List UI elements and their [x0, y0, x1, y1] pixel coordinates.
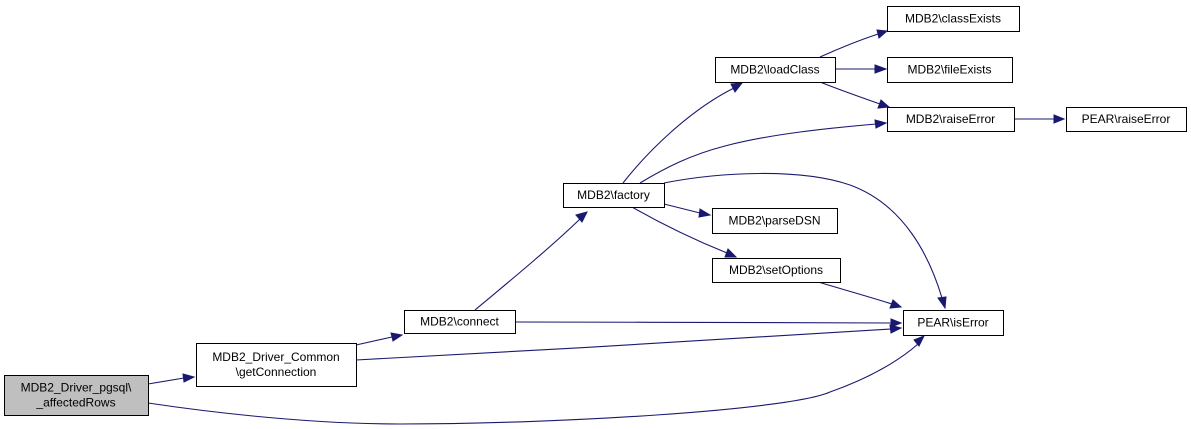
arrowhead-icon [876, 29, 889, 39]
node-connect[interactable]: MDB2\connect [404, 310, 516, 334]
node-classExists[interactable]: MDB2\classExists [887, 6, 1020, 32]
arrowhead-icon [937, 296, 947, 310]
node-box [712, 258, 841, 283]
node-label: MDB2\fileExists [907, 63, 991, 77]
node-label: MDB2\classExists [905, 12, 1001, 26]
node-box [903, 310, 1004, 336]
edge-line [474, 218, 581, 311]
edge-setOptions-to-isError [817, 281, 903, 309]
node-box [715, 57, 836, 83]
edge-line [355, 336, 393, 346]
node-raiseError[interactable]: MDB2\raiseError [887, 107, 1015, 132]
node-isError[interactable]: PEAR\isError [903, 310, 1004, 336]
node-box [887, 57, 1013, 83]
edge-affectedRows-to-getConnection [147, 373, 196, 385]
node-label: MDB2\loadClass [730, 63, 819, 77]
arrowhead-icon [1053, 114, 1066, 124]
node-label: PEAR\raiseError [1082, 112, 1171, 126]
node-box [4, 375, 149, 416]
arrowhead-icon [889, 324, 903, 334]
edge-factory-to-parseDSN [663, 203, 712, 218]
edge-raiseError-to-pearRaiseError [1014, 114, 1066, 124]
edge-loadClass-to-fileExists [835, 64, 888, 74]
edge-line [631, 206, 728, 254]
node-box [712, 208, 838, 234]
edge-line [514, 321, 892, 324]
edge-factory-to-isError [663, 172, 947, 310]
arrowhead-icon [182, 373, 196, 383]
arrowhead-icon [877, 99, 891, 109]
node-label: MDB2\factory [577, 188, 650, 202]
edge-line [817, 281, 893, 305]
edge-connect-to-isError [514, 318, 903, 328]
edge-line [147, 377, 185, 385]
node-label: \getConnection [236, 365, 317, 379]
node-box [1066, 107, 1187, 132]
arrowhead-icon [913, 335, 926, 347]
arrowhead-icon [390, 332, 404, 342]
arrowhead-icon [724, 248, 738, 258]
edge-line [663, 172, 943, 299]
node-box [196, 343, 357, 387]
node-affectedRows[interactable]: MDB2_Driver_pgsql\_affectedRows [4, 375, 149, 416]
edge-getConnection-to-connect [355, 332, 404, 346]
edge-line [355, 328, 892, 361]
edges-layer [147, 29, 1066, 425]
node-label: MDB2_Driver_pgsql\ [21, 381, 132, 395]
node-box [563, 183, 665, 208]
arrowhead-icon [874, 119, 888, 129]
node-box [887, 6, 1020, 32]
node-label: _affectedRows [35, 396, 115, 410]
node-label: MDB2\setOptions [729, 263, 823, 277]
node-pearRaiseError[interactable]: PEAR\raiseError [1066, 107, 1187, 132]
edge-getConnection-to-isError [355, 324, 903, 361]
arrowhead-icon [730, 82, 744, 93]
node-factory[interactable]: MDB2\factory [563, 183, 665, 208]
node-label: MDB2_Driver_Common [212, 350, 339, 364]
node-box [887, 107, 1015, 132]
edge-affectedRows-to-isError [147, 335, 926, 425]
arrowhead-icon [890, 318, 903, 328]
arrowhead-icon [575, 211, 588, 223]
edge-factory-to-setOptions [631, 206, 738, 258]
edge-line [147, 343, 919, 425]
node-setOptions[interactable]: MDB2\setOptions [712, 258, 841, 283]
node-label: PEAR\isError [917, 316, 988, 330]
nodes-layer: MDB2_Driver_pgsql\_affectedRowsMDB2_Driv… [4, 6, 1187, 416]
node-parseDSN[interactable]: MDB2\parseDSN [712, 208, 838, 234]
arrowhead-icon [874, 64, 888, 74]
edge-factory-to-raiseError [639, 119, 888, 184]
edge-line [639, 123, 877, 184]
edge-loadClass-to-raiseError [819, 81, 891, 109]
arrowhead-icon [698, 208, 712, 218]
node-label: MDB2\connect [420, 315, 499, 329]
node-label: MDB2\raiseError [906, 112, 995, 126]
node-label: MDB2\parseDSN [728, 214, 820, 228]
edge-line [663, 203, 701, 214]
arrowhead-icon [889, 299, 903, 309]
node-loadClass[interactable]: MDB2\loadClass [715, 57, 836, 83]
edge-loadClass-to-classExists [819, 29, 889, 58]
node-box [404, 310, 516, 334]
edge-line [819, 81, 881, 105]
node-fileExists[interactable]: MDB2\fileExists [887, 57, 1013, 83]
edge-line [622, 87, 735, 184]
edge-factory-to-loadClass [622, 82, 744, 184]
edge-line [819, 33, 879, 58]
edge-connect-to-factory [474, 211, 588, 311]
node-getConnection[interactable]: MDB2_Driver_Common\getConnection [196, 343, 357, 387]
